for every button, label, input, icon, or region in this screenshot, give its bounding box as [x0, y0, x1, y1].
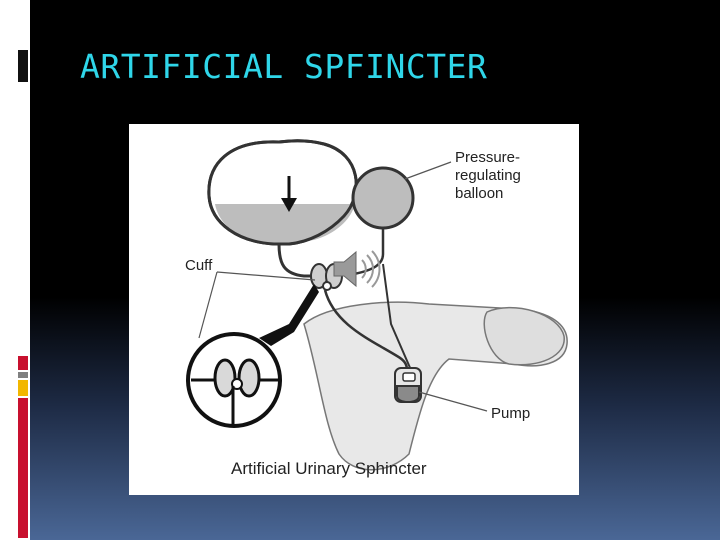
pump-label: Pump: [491, 405, 530, 422]
zoom-cuff-right: [237, 358, 261, 398]
sphincter-diagram: Pressure- regulating balloon Cuff Pump A…: [185, 139, 568, 478]
rail-mark-red-1: [18, 356, 28, 370]
left-rail: [0, 0, 30, 540]
balloon-tube: [353, 228, 385, 276]
balloon-label-line2: regulating: [455, 167, 521, 184]
pressure-arrow-head: [281, 198, 297, 212]
pump-leader: [418, 391, 488, 412]
cuff-connector: [322, 281, 332, 291]
pump-button: [402, 372, 416, 382]
balloon-label-line1: Pressure-: [455, 149, 520, 166]
slide-title: ARTIFICIAL SPFINCTER: [80, 47, 488, 86]
pump-tube: [323, 289, 409, 371]
cuff-leader-1: [216, 271, 316, 281]
pump-bulb: [396, 385, 420, 403]
zoom-cuff-left: [213, 358, 237, 398]
rail-mark-dark: [18, 50, 28, 82]
balloon-leader: [404, 161, 452, 180]
cuff-label: Cuff: [185, 257, 213, 274]
zoom-pointer: [259, 284, 319, 346]
rail-mark-gray: [18, 372, 28, 378]
bladder-outline-overlay: [207, 139, 358, 246]
glans-shape: [483, 306, 565, 366]
speaker-icon[interactable]: [330, 246, 382, 292]
sphincter-figure: Pressure- regulating balloon Cuff Pump A…: [129, 124, 579, 495]
pump-tube-balloon: [382, 263, 412, 371]
cuff-leader-2: [198, 271, 218, 339]
pressure-regulating-balloon: [351, 166, 415, 230]
rail-mark-red-2: [18, 398, 28, 538]
speaker-icon-glyph: [333, 250, 381, 288]
urethra: [277, 243, 314, 278]
balloon-label-line3: balloon: [455, 185, 503, 202]
rail-mark-yellow: [18, 380, 28, 396]
figure-caption: Artificial Urinary Sphincter: [231, 459, 427, 478]
